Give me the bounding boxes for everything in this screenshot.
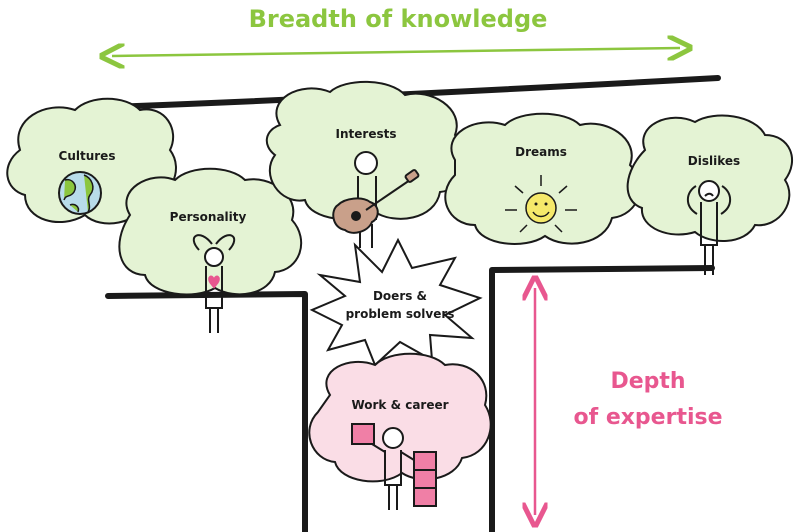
sun-icon xyxy=(505,175,577,233)
dreams-cloud: Dreams xyxy=(444,112,641,245)
globe-icon xyxy=(58,171,102,215)
cultures-label: Cultures xyxy=(59,149,116,163)
dislikes-cloud: Dislikes xyxy=(626,114,794,275)
interests-label: Interests xyxy=(336,127,397,141)
work-career-cloud: Work & career xyxy=(308,352,492,510)
guitar-player-icon xyxy=(332,151,420,248)
interests-cloud: Interests xyxy=(265,80,468,248)
worker-with-boxes-icon xyxy=(351,423,437,510)
personality-cloud: Personality xyxy=(118,167,302,333)
breadth-arrow xyxy=(112,48,680,56)
t-shape-left-stem xyxy=(105,291,308,532)
doers-label-line2: problem solvers xyxy=(346,307,455,321)
t-shape-right-stem xyxy=(489,265,715,532)
doers-label-line1: Doers & xyxy=(373,289,427,303)
doers-starburst: Doers & problem solvers xyxy=(309,237,483,367)
personality-label: Personality xyxy=(170,210,247,224)
depth-label-line2: of expertise xyxy=(573,405,722,430)
depth-label-line1: Depth xyxy=(610,369,685,394)
breadth-title: Breadth of knowledge xyxy=(249,5,548,33)
dreams-label: Dreams xyxy=(515,145,567,159)
frustrated-person-icon xyxy=(686,180,732,275)
work-career-label: Work & career xyxy=(351,398,448,412)
person-heart-icon xyxy=(192,234,236,333)
dislikes-label: Dislikes xyxy=(688,154,740,168)
